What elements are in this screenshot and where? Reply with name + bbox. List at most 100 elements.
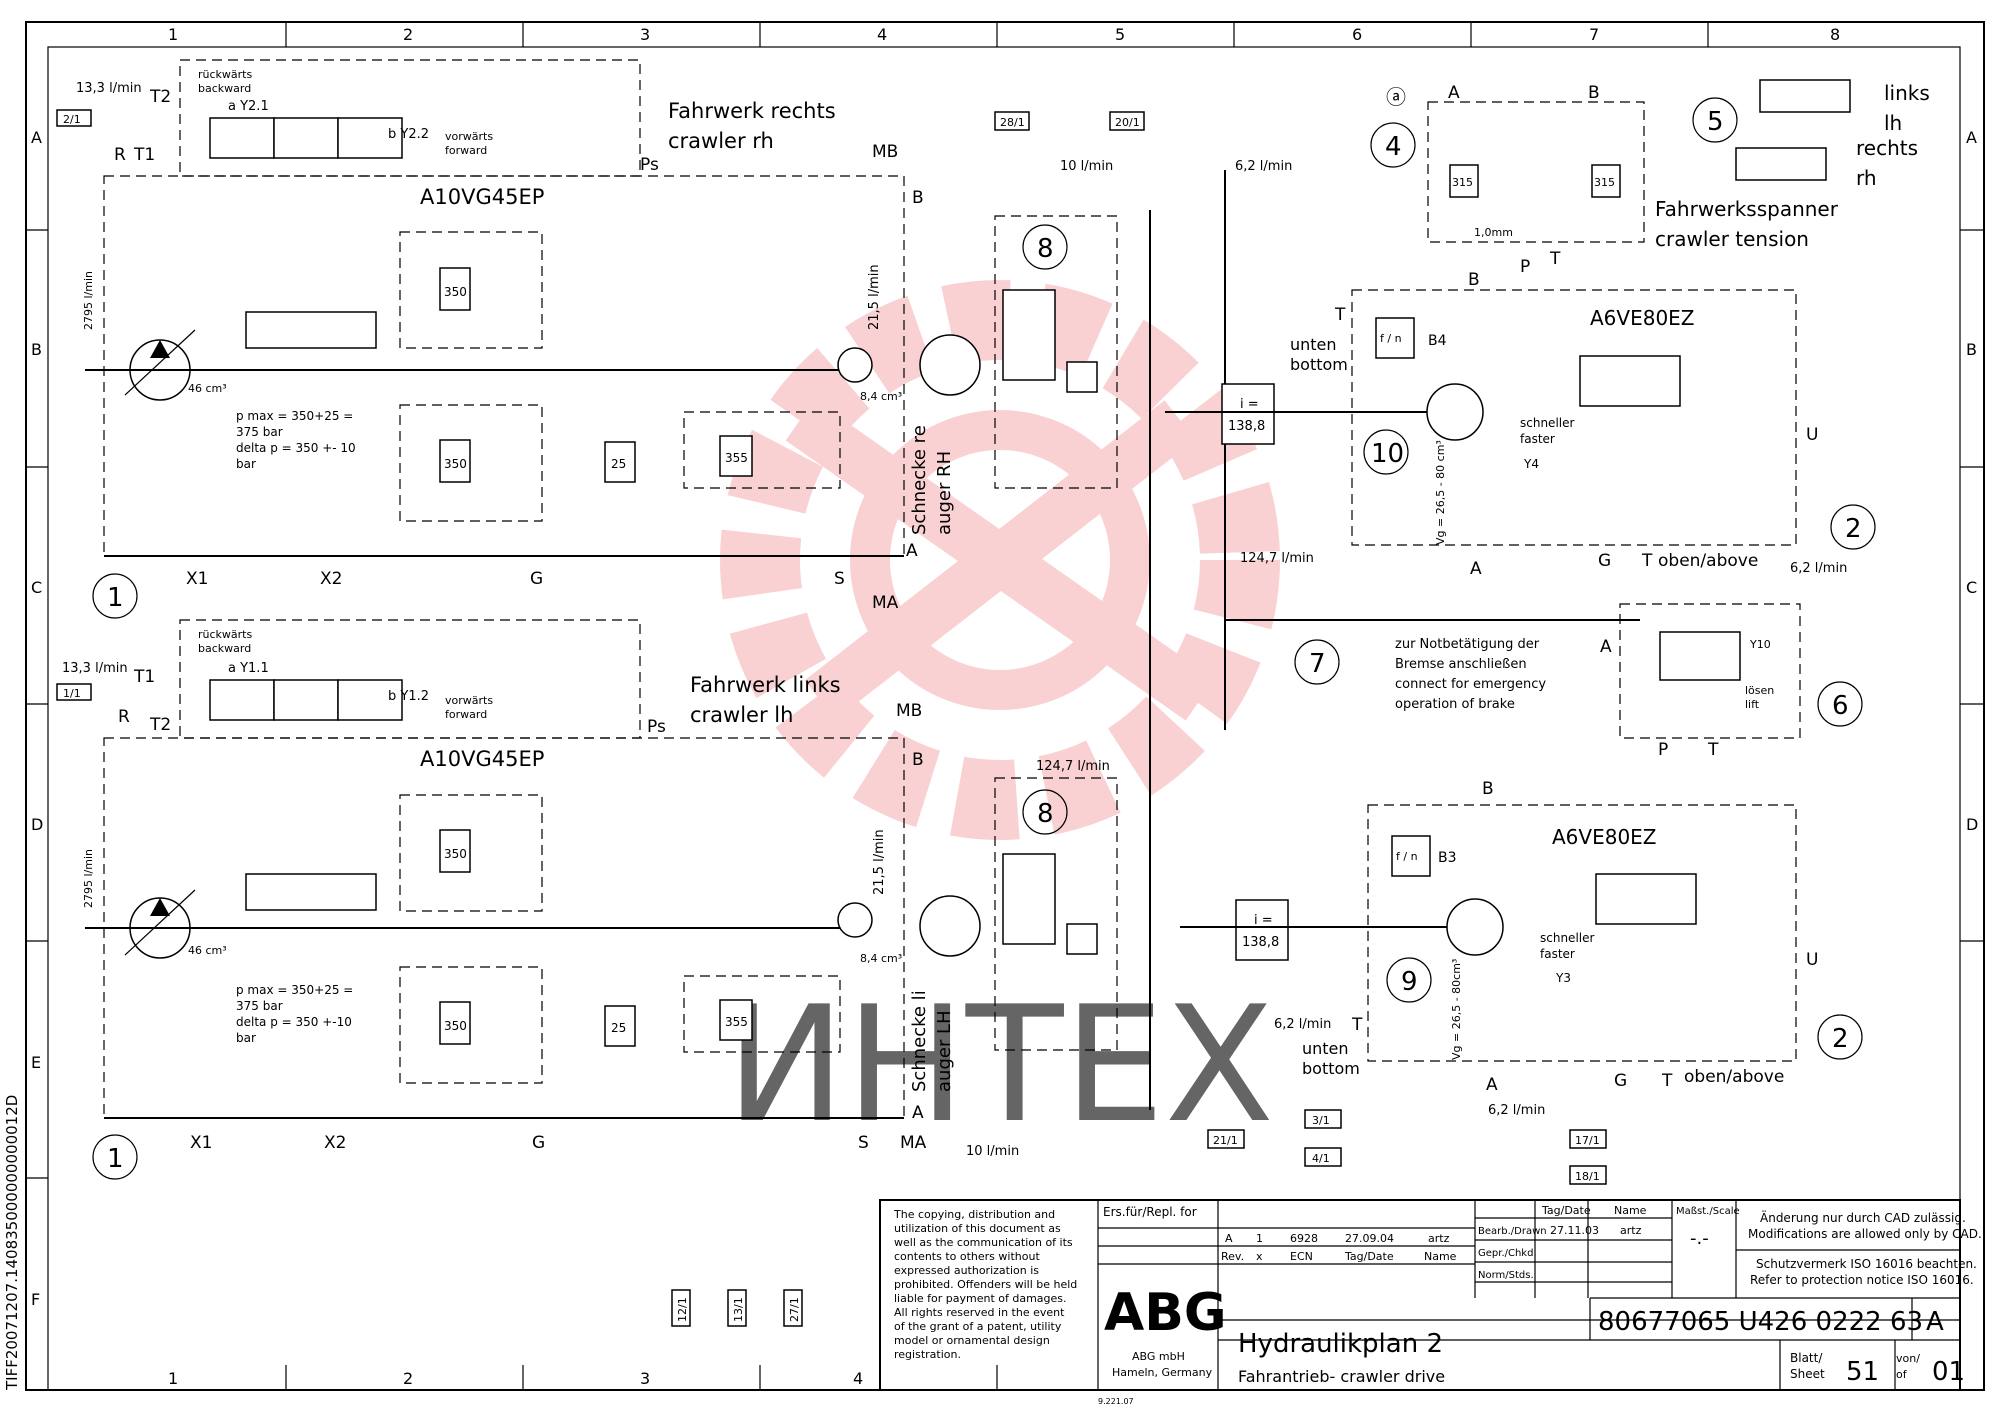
motor-bottom-port-a: A <box>1486 1075 1498 1095</box>
upper-valve-backward-en: backward <box>198 82 251 95</box>
lower-valve-forward-en: forward <box>445 708 487 721</box>
replaced-for: Ers.für/Repl. for <box>1103 1205 1197 1219</box>
lower-relief-group-b <box>399 966 543 1084</box>
tb-checked-label: Gepr./Chkd. <box>1478 1248 1537 1259</box>
lower-circle-8 <box>1022 789 1068 835</box>
title-block: The copying, distribution and utilizatio… <box>879 1199 1982 1406</box>
upper-relief-350b: 350 <box>444 457 467 471</box>
col-label-7: 7 <box>1589 25 1599 44</box>
upper-port-s: S <box>834 569 845 589</box>
motor-top-port-t: T <box>1334 305 1346 325</box>
watermark-text: ИНТЕХ <box>726 971 1274 1158</box>
tensioner-circle-5 <box>1692 97 1738 143</box>
copyright-line-11: registration. <box>894 1348 961 1361</box>
center-flow-1247-top: 124,7 l/min <box>1240 551 1314 566</box>
lower-charge-pump <box>837 902 873 938</box>
motor-top-bottom: bottom <box>1290 355 1348 374</box>
motor-bottom-bottom: bottom <box>1302 1059 1360 1078</box>
lower-port-t2: T2 <box>149 715 171 735</box>
col-label-2: 2 <box>403 25 413 44</box>
lower-port-mb: MB <box>896 701 922 721</box>
drawing-revision: A <box>1926 1307 1944 1337</box>
brake-note-en-2: operation of brake <box>1395 697 1515 712</box>
upper-relief-group-a <box>399 231 543 349</box>
motor-bottom-gearbox <box>1235 899 1289 961</box>
col-label-8: 8 <box>1830 25 1840 44</box>
upper-pmax-1: p max = 350+25 = <box>236 409 353 423</box>
motor-top-unten: unten <box>1290 335 1337 354</box>
tensioner-title-en: crawler tension <box>1655 227 1809 251</box>
upper-pump-flow: 2795 l/min <box>82 271 95 330</box>
side-archive-code: TIFF20071207.140835000000000012D <box>3 1095 21 1391</box>
motor-bottom-port-t2: T <box>1661 1071 1673 1091</box>
brake-release-valve: A P T Y10 lösen lift 6 <box>1600 603 1863 760</box>
lower-feed-flow: 21,5 l/min <box>872 829 887 895</box>
upper-valve-backward-de: rückwärts <box>198 68 252 81</box>
upper-pump-arrow <box>150 340 170 358</box>
lower-brake-valve-envelope <box>994 777 1118 1051</box>
motor-bottom-port-u: U <box>1806 950 1818 970</box>
tensioner-title-de: Fahrwerksspanner <box>1655 197 1839 221</box>
ref-3-1: 3/1 <box>1312 1114 1330 1127</box>
tb-scale-label: Maßst./Scale <box>1676 1206 1740 1217</box>
upper-servo-piston <box>245 311 377 349</box>
lower-valve-envelope <box>179 619 641 739</box>
upper-port-mb: MB <box>872 142 898 162</box>
lower-circle-8-label: 8 <box>1037 799 1054 829</box>
lower-port-ps: Ps <box>647 717 666 737</box>
upper-flow-t2: 13,3 l/min <box>76 81 142 96</box>
ref-4-1: 4/1 <box>1312 1152 1330 1165</box>
lower-title-de: Fahrwerk links <box>690 673 841 697</box>
tensioner-circle-5-label: 5 <box>1707 107 1724 137</box>
motor-top-gearbox <box>1221 383 1275 445</box>
rev-head-date: Tag/Date <box>1344 1250 1394 1263</box>
tensioner-cylinder-rh <box>1735 147 1827 181</box>
upper-relief-350a: 350 <box>444 285 467 299</box>
row-label-a-right: A <box>1966 128 1977 147</box>
rev-head-x: x <box>1256 1250 1263 1263</box>
lower-pump-flow: 2795 l/min <box>82 849 95 908</box>
tb-drawn-date: 27.11.03 <box>1550 1224 1599 1237</box>
rev-row-ecn: 6928 <box>1290 1232 1318 1245</box>
tensioner-cylinder-lh <box>1759 79 1851 113</box>
tensioner-rh: rh <box>1856 166 1877 190</box>
row-label-c: C <box>31 578 42 597</box>
off-page-references: 3/1 4/1 21/1 17/1 18/1 12/1 13/1 27/1 <box>671 1109 1607 1327</box>
brake-valve-envelope <box>1619 603 1801 739</box>
lower-relief-group-a <box>399 794 543 912</box>
center-ref-28: 28/1 <box>1000 116 1025 129</box>
brake-valve-loesen: lösen <box>1745 684 1774 697</box>
center-circle-7 <box>1294 639 1340 685</box>
copyright-line-6: prohibited. Offenders will be held <box>894 1278 1077 1291</box>
rev-head-ecn: ECN <box>1290 1250 1313 1263</box>
motor-top-name: A6VE80EZ <box>1590 306 1695 330</box>
motor-bottom-control-valve <box>1595 873 1697 925</box>
upper-circle-1 <box>92 573 138 619</box>
lower-circuit: rückwärts backward a Y1.1 b Y1.2 vorwärt… <box>56 619 1019 1180</box>
col-label-2-bottom: 2 <box>403 1369 413 1388</box>
brake-valve-circle-6 <box>1817 681 1863 727</box>
rev-row-x: 1 <box>1256 1232 1263 1245</box>
lower-pump-arrow <box>150 898 170 916</box>
tb-iso-note-1: Schutzvermerk ISO 16016 beachten. <box>1756 1257 1977 1271</box>
lower-servo-piston <box>245 873 377 911</box>
upper-auger-motor <box>919 334 981 396</box>
lower-port-x2: X2 <box>324 1133 346 1153</box>
ref-17-1: 17/1 <box>1575 1134 1600 1147</box>
rev-head-name: Name <box>1424 1250 1457 1263</box>
upper-port-ps: Ps <box>640 155 659 175</box>
motor-top-hydraulic-motor <box>1426 383 1484 441</box>
tensioner-orifice: 1,0mm <box>1474 226 1513 239</box>
row-label-b: B <box>31 340 42 359</box>
ref-27-1: 27/1 <box>788 1297 801 1322</box>
upper-valve-right-block <box>337 117 403 159</box>
drawing-number: 80677065 U426 0222 63 <box>1598 1307 1923 1337</box>
motor-top-flow-62: 6,2 l/min <box>1790 561 1847 576</box>
motor-top-oben: oben/above <box>1658 551 1758 571</box>
copyright-line-4: contents to others without <box>894 1250 1040 1263</box>
row-label-b-right: B <box>1966 340 1977 359</box>
motor-bottom-fn: f / n <box>1396 850 1418 863</box>
brake-note-en-1: connect for emergency <box>1395 677 1546 692</box>
copyright-notice: The copying, distribution and utilizatio… <box>893 1208 1077 1361</box>
lower-pmax-3: delta p = 350 +-10 <box>236 1015 352 1029</box>
